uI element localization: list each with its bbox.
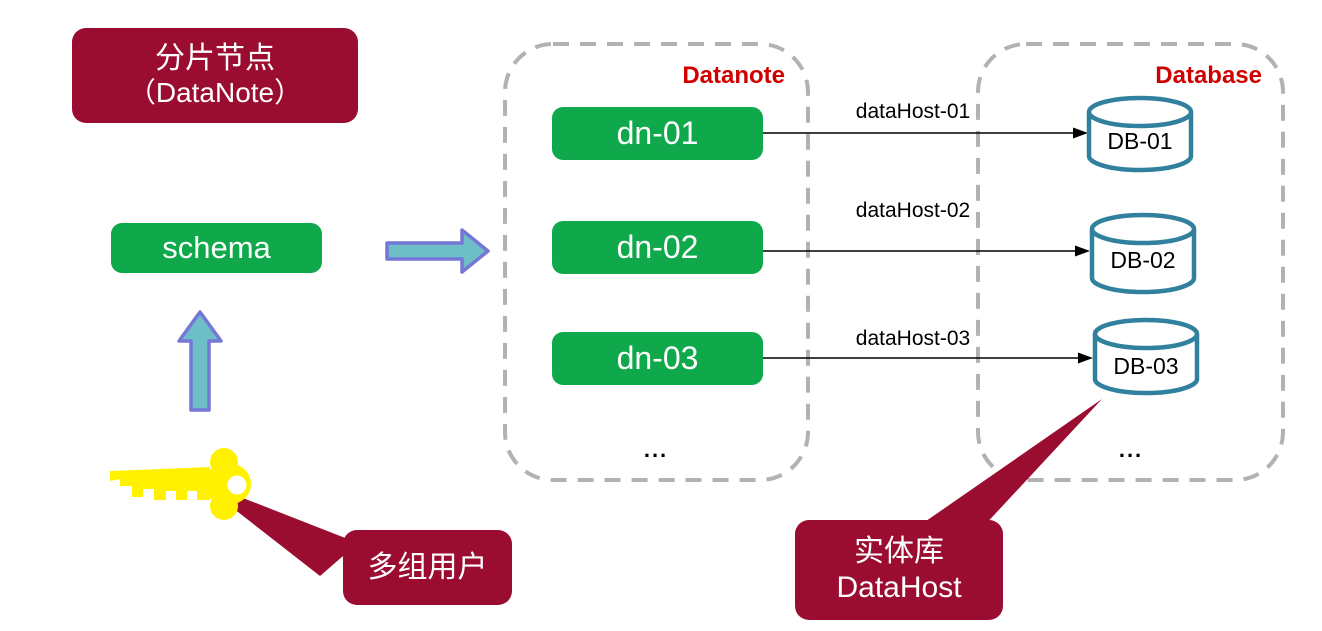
db-cylinder-1 [1086,95,1194,173]
db-label-2: DB-02 [1110,247,1176,273]
datanote-container-label: Datanote [682,62,785,89]
title-line-en: （DataNote） [127,76,303,108]
datanote-ellipsis: ... [643,437,669,462]
database-container-label: Database [1155,62,1262,89]
datahost-callout: 实体库 DataHost [795,520,1003,620]
key-icon [110,448,251,520]
connector-arrow-3 [763,352,1093,364]
db-label-3: DB-03 [1113,353,1179,379]
datanote-container-border [503,42,810,482]
db-cylinder-3 [1092,317,1200,396]
users-callout-label: 多组用户 [367,550,488,584]
datahost-callout-line-en: DataHost [836,571,962,604]
connector-arrow-1 [763,127,1088,139]
connection-label-3: dataHost-03 [855,327,971,350]
db-label-1: DB-01 [1107,128,1173,154]
title-line-cn: 分片节点 [155,42,275,76]
datahost-callout-line-cn: 实体库 [854,535,944,568]
schema-box: schema [111,223,322,273]
database-ellipsis: ... [1118,437,1144,462]
db-cylinder-2 [1089,212,1197,295]
dn-node-2: dn-02 [552,221,763,274]
users-callout: 多组用户 [343,530,512,605]
datanote-title-box: 分片节点 （DataNote） [72,28,358,123]
datahost-callout-pointer [916,399,1102,528]
connection-label-1: dataHost-01 [855,100,971,123]
up-block-arrow [177,310,223,412]
dn-node-3: dn-03 [552,332,763,385]
dn-node-1: dn-01 [552,107,763,160]
connector-arrow-2 [763,245,1090,257]
right-block-arrow [385,228,490,274]
connection-label-2: dataHost-02 [855,199,971,222]
